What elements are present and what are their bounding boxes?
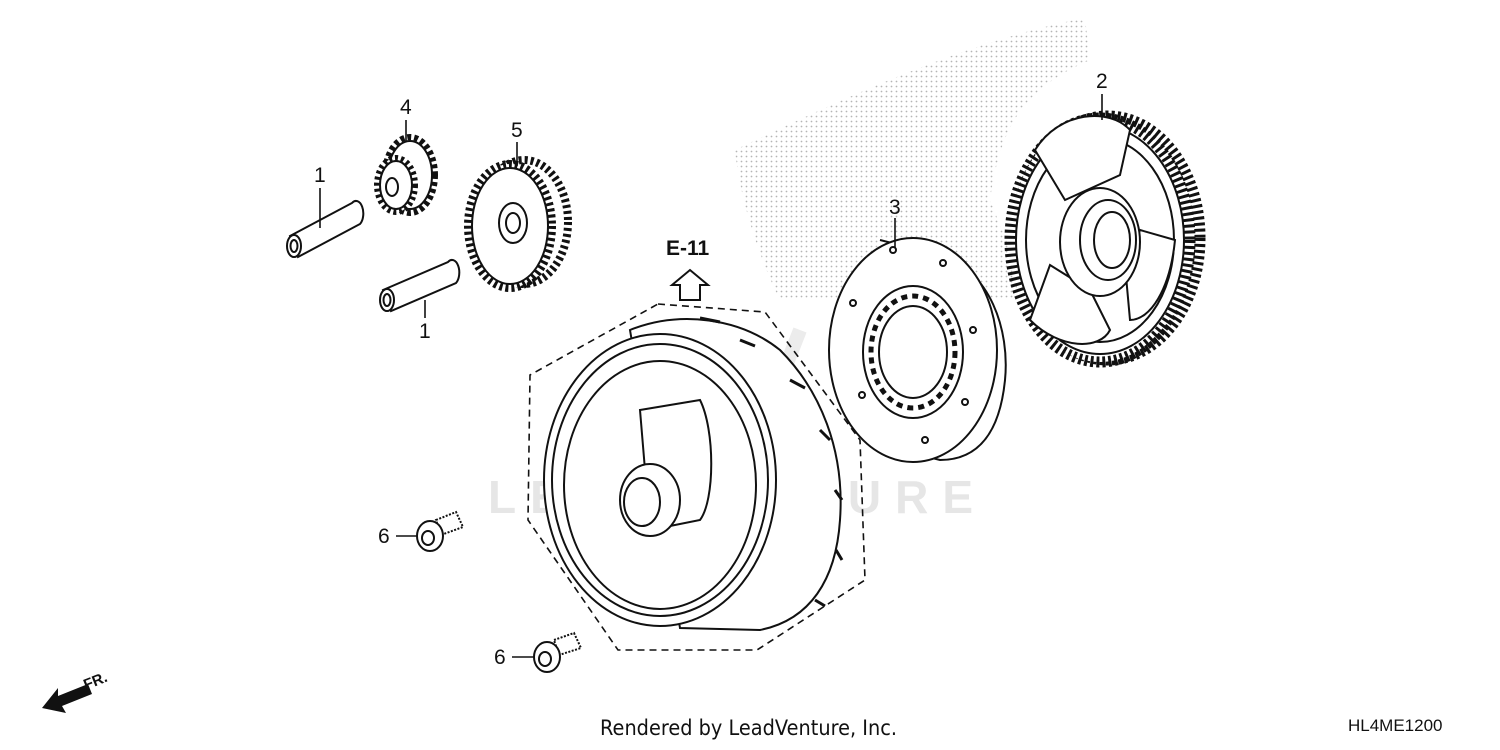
callout-6b: 6 xyxy=(494,646,506,669)
gear-part-5 xyxy=(464,156,572,292)
callout-5: 5 xyxy=(511,119,523,142)
pin-part-1b xyxy=(379,259,461,313)
reference-arrow: E-11 xyxy=(666,237,711,301)
bolt-part-6b xyxy=(533,631,583,673)
assembly-group-outline xyxy=(527,303,866,651)
front-direction-indicator: FR. xyxy=(42,669,110,713)
front-direction-label: FR. xyxy=(81,669,110,694)
flywheel-assembly xyxy=(543,316,844,632)
callout-6a: 6 xyxy=(378,525,390,548)
driven-gear-part-2 xyxy=(1004,110,1206,368)
pin-part-1a xyxy=(286,200,365,259)
one-way-clutch-part-3 xyxy=(828,237,1007,463)
background-shading xyxy=(735,18,1090,300)
callout-4: 4 xyxy=(400,96,412,119)
small-gear-part-4 xyxy=(374,134,438,216)
footer-credit: Rendered by LeadVenture, Inc. xyxy=(600,716,897,740)
callout-1a: 1 xyxy=(314,164,326,187)
callout-2: 2 xyxy=(1096,70,1108,93)
diagram-code: HL4ME1200 xyxy=(1348,716,1443,735)
bolt-part-6a xyxy=(416,510,465,552)
callout-3: 3 xyxy=(889,196,901,219)
leader-lines xyxy=(319,94,1103,658)
reference-label: E-11 xyxy=(666,237,710,260)
callout-1b: 1 xyxy=(419,320,431,343)
